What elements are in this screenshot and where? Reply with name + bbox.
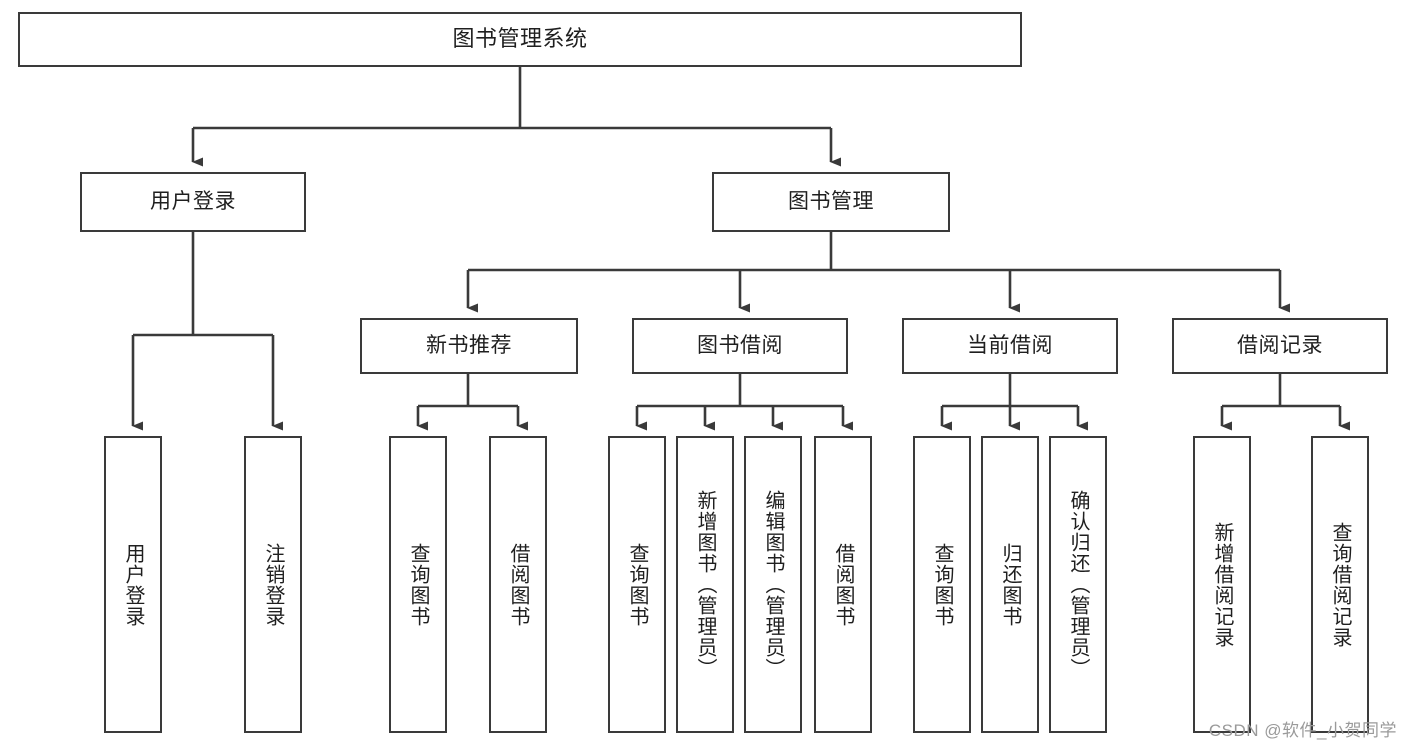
node-label: 新增借阅记录 — [1211, 521, 1233, 648]
csdn-watermark: CSDN @软件_小贺同学 — [1208, 721, 1397, 740]
node-label: 新书推荐 — [426, 334, 512, 358]
node-label: 当前借阅 — [967, 334, 1053, 358]
leaf-query-book-3[interactable]: 查询图书 — [913, 436, 971, 733]
node-label: 查询图书 — [407, 542, 429, 627]
node-label: 查询借阅记录 — [1329, 521, 1351, 648]
node-user-login[interactable]: 用户登录 — [80, 172, 306, 232]
node-new-book-recommend[interactable]: 新书推荐 — [360, 318, 578, 374]
node-label: 用户登录 — [122, 542, 144, 627]
node-label: 注销登录 — [262, 542, 284, 627]
node-book-management[interactable]: 图书管理 — [712, 172, 950, 232]
leaf-query-book-1[interactable]: 查询图书 — [389, 436, 447, 733]
leaf-logout-login[interactable]: 注销登录 — [244, 436, 302, 733]
node-label: 归还图书 — [999, 542, 1021, 627]
node-label: 编辑图书（管理员） — [762, 490, 784, 679]
node-label: 查询图书 — [931, 542, 953, 627]
node-root-system[interactable]: 图书管理系统 — [18, 12, 1022, 67]
node-current-borrow[interactable]: 当前借阅 — [902, 318, 1118, 374]
leaf-query-borrow-record[interactable]: 查询借阅记录 — [1311, 436, 1369, 733]
leaf-add-borrow-record[interactable]: 新增借阅记录 — [1193, 436, 1251, 733]
node-label: 确认归还（管理员） — [1067, 490, 1089, 679]
leaf-add-book[interactable]: 新增图书（管理员） — [676, 436, 734, 733]
leaf-confirm-return[interactable]: 确认归还（管理员） — [1049, 436, 1107, 733]
leaf-query-book-2[interactable]: 查询图书 — [608, 436, 666, 733]
node-label: 借阅图书 — [832, 542, 854, 627]
leaf-return-book[interactable]: 归还图书 — [981, 436, 1039, 733]
node-label: 图书借阅 — [697, 334, 783, 358]
node-borrow-record[interactable]: 借阅记录 — [1172, 318, 1388, 374]
node-label: 图书管理 — [788, 190, 874, 214]
leaf-borrow-book-1[interactable]: 借阅图书 — [489, 436, 547, 733]
node-book-borrow[interactable]: 图书借阅 — [632, 318, 848, 374]
node-label: 用户登录 — [150, 190, 236, 214]
node-label: 新增图书（管理员） — [694, 490, 716, 679]
leaf-borrow-book-2[interactable]: 借阅图书 — [814, 436, 872, 733]
node-label: 借阅记录 — [1237, 334, 1323, 358]
leaf-edit-book[interactable]: 编辑图书（管理员） — [744, 436, 802, 733]
node-label: 图书管理系统 — [452, 26, 588, 52]
leaf-user-login[interactable]: 用户登录 — [104, 436, 162, 733]
node-label: 借阅图书 — [507, 542, 529, 627]
node-label: 查询图书 — [626, 542, 648, 627]
